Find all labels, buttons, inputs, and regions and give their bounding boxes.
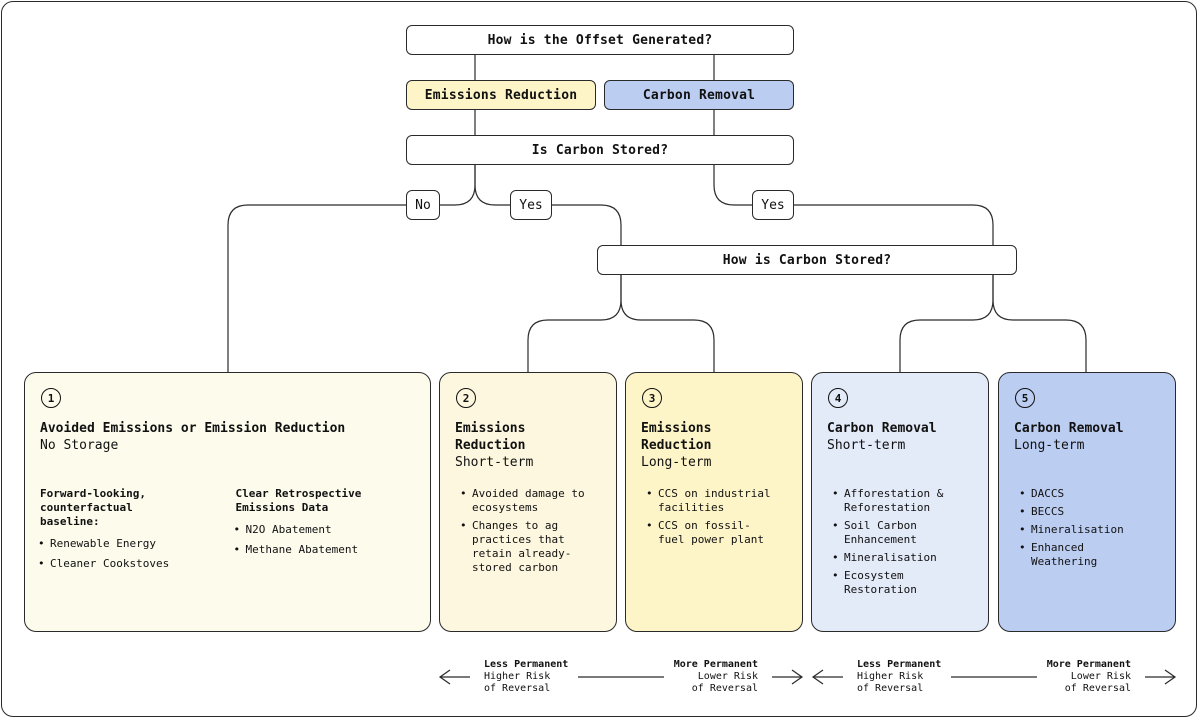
category-emissions-reduction: Emissions Reduction — [406, 80, 596, 110]
connector-no-branch — [227, 165, 476, 372]
legend-detail: Lower Risk of Reversal — [691, 671, 758, 694]
card-carbon-removal-long-term: 5 Carbon Removal Long-term DACCS BECCS M… — [998, 372, 1176, 632]
card-title: Carbon Removal — [827, 421, 937, 436]
card-avoided-emissions: 1 Avoided Emissions or Emission Reductio… — [24, 372, 431, 632]
card-title: Emissions Reduction — [455, 421, 526, 453]
connector-card2 — [527, 275, 622, 372]
answer-yes-tag-left: Yes — [510, 190, 552, 220]
card-title: Emissions Reduction — [641, 421, 712, 453]
legend-heading: Less Permanent — [484, 659, 569, 670]
card-subtitle: Short-term — [455, 455, 534, 470]
card-number-badge: 3 — [642, 388, 662, 408]
card-number-badge: 1 — [41, 388, 61, 408]
arrow-right-2 — [1145, 669, 1177, 685]
list-item: Mineralisation — [826, 551, 973, 565]
connector-card3 — [620, 275, 715, 372]
card-title: Carbon Removal — [1014, 421, 1124, 436]
card-number-badge: 4 — [828, 388, 848, 408]
question-carbon-stored: Is Carbon Stored? — [406, 135, 794, 165]
legend-more-permanent-2: More Permanent Lower Risk of Reversal — [1041, 659, 1131, 695]
arrow-right-1 — [772, 669, 804, 685]
card-emissions-reduction-long-term: 3 Emissions Reduction Long-term CCS on i… — [625, 372, 803, 632]
legend-detail: Lower Risk of Reversal — [1064, 671, 1131, 694]
question-how-carbon-stored: How is Carbon Stored? — [597, 245, 1017, 275]
column-heading: Forward-looking, counterfactual baseline… — [40, 487, 146, 528]
list-item: Changes to ag practices that retain alre… — [454, 519, 601, 575]
card-subtitle: Long-term — [1014, 438, 1085, 453]
list-item: Afforestation & Reforestation — [826, 487, 973, 515]
card-emissions-reduction-short-term: 2 Emissions Reduction Short-term Avoided… — [439, 372, 617, 632]
legend-heading: More Permanent — [1046, 659, 1131, 670]
list-item: Soil Carbon Enhancement — [826, 519, 973, 547]
card-number-badge: 5 — [1015, 388, 1035, 408]
list-item: Enhanced Weathering — [1013, 541, 1160, 569]
arrow-left-2 — [811, 669, 843, 685]
card-subtitle: Long-term — [641, 455, 712, 470]
legend-heading: More Permanent — [673, 659, 758, 670]
legend-heading: Less Permanent — [857, 659, 942, 670]
card-column-forward-looking: Forward-looking, counterfactual baseline… — [38, 487, 235, 575]
list-item: DACCS — [1013, 487, 1160, 501]
legend-detail: Higher Risk of Reversal — [484, 671, 551, 694]
category-carbon-removal: Carbon Removal — [604, 80, 794, 110]
connector-card4 — [899, 275, 994, 372]
legend-more-permanent-1: More Permanent Lower Risk of Reversal — [668, 659, 758, 695]
card-carbon-removal-short-term: 4 Carbon Removal Short-term Afforestatio… — [811, 372, 989, 632]
list-item: Cleaner Cookstoves — [32, 557, 235, 571]
legend-less-permanent-1: Less Permanent Higher Risk of Reversal — [484, 659, 568, 695]
column-heading: Clear Retrospective Emissions Data — [235, 487, 362, 514]
list-item: BECCS — [1013, 505, 1160, 519]
list-item: N2O Abatement — [227, 523, 415, 537]
connector-card5 — [992, 275, 1087, 372]
card-title: Avoided Emissions or Emission Reduction — [40, 421, 346, 436]
legend-detail: Higher Risk of Reversal — [857, 671, 924, 694]
list-item: CCS on industrial facilities — [640, 487, 787, 515]
legend-less-permanent-2: Less Permanent Higher Risk of Reversal — [857, 659, 941, 695]
connector-yes-right — [713, 165, 994, 245]
list-item: Methane Abatement — [227, 543, 415, 557]
card-number-badge: 2 — [456, 388, 476, 408]
answer-yes-tag-right: Yes — [752, 190, 794, 220]
list-item: CCS on fossil- fuel power plant — [640, 519, 787, 547]
arrow-left-1 — [438, 669, 470, 685]
list-item: Renewable Energy — [32, 537, 235, 551]
card-subtitle: No Storage — [40, 438, 119, 453]
list-item: Ecosystem Restoration — [826, 569, 973, 597]
question-offset-generated: How is the Offset Generated? — [406, 25, 794, 55]
answer-no-tag: No — [406, 190, 440, 220]
card-column-retrospective: Clear Retrospective Emissions Data N2O A… — [233, 487, 415, 575]
list-item: Avoided damage to ecosystems — [454, 487, 601, 515]
list-item: Mineralisation — [1013, 523, 1160, 537]
card-subtitle: Short-term — [827, 438, 906, 453]
